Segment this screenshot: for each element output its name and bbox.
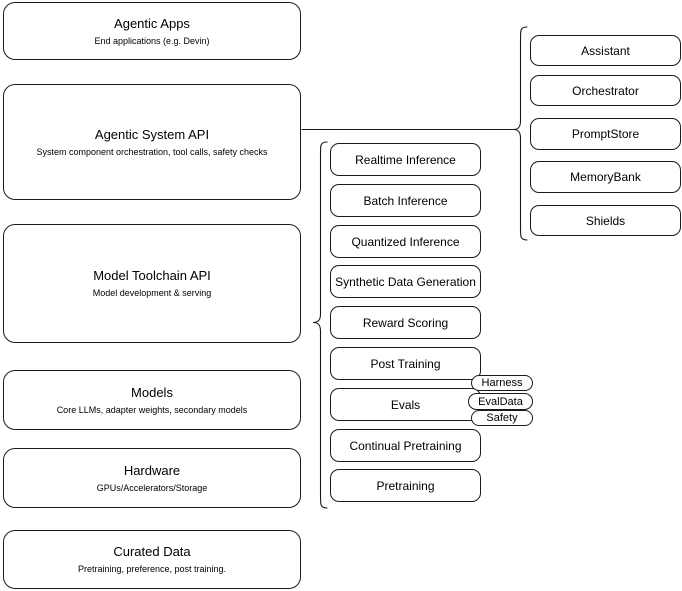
layer-subtitle: Pretraining, preference, post training. (77, 564, 227, 574)
layer-title: Agentic Apps (114, 15, 190, 31)
right-brace (512, 26, 528, 241)
chip-reward-scoring[interactable]: Reward Scoring (330, 306, 481, 339)
chip-pretraining[interactable]: Pretraining (330, 469, 481, 502)
chip-realtime-inference[interactable]: Realtime Inference (330, 143, 481, 176)
chip-synthetic-data-generation[interactable]: Synthetic Data Generation (330, 265, 481, 298)
layer-subtitle: Model development & serving (92, 288, 212, 298)
chip-assistant[interactable]: Assistant (530, 35, 681, 66)
layer-title: Models (131, 384, 173, 400)
chip-batch-inference[interactable]: Batch Inference (330, 184, 481, 217)
layer-title: Agentic System API (94, 126, 210, 142)
chip-shields[interactable]: Shields (530, 205, 681, 236)
layer-subtitle: Core LLMs, adapter weights, secondary mo… (56, 404, 248, 415)
layer-model-toolchain-api[interactable]: Model Toolchain API Model development & … (3, 224, 301, 343)
chip-post-training[interactable]: Post Training (330, 347, 481, 380)
layer-title: Hardware (123, 462, 181, 478)
layer-curated-data[interactable]: Curated Data Pretraining, preference, po… (3, 530, 301, 589)
layer-title: Model Toolchain API (93, 268, 211, 283)
chip-memorybank[interactable]: MemoryBank (530, 161, 681, 193)
layer-subtitle: End applications (e.g. Devin) (94, 35, 210, 46)
chip-promptstore[interactable]: PromptStore (530, 118, 681, 150)
chip-evals[interactable]: Evals (330, 388, 481, 421)
badge-safety[interactable]: Safety (471, 410, 533, 426)
layer-hardware[interactable]: Hardware GPUs/Accelerators/Storage (3, 448, 301, 508)
chip-quantized-inference[interactable]: Quantized Inference (330, 225, 481, 258)
chip-orchestrator[interactable]: Orchestrator (530, 75, 681, 106)
badge-evaldata[interactable]: EvalData (468, 393, 533, 410)
chip-continual-pretraining[interactable]: Continual Pretraining (330, 429, 481, 462)
layer-models[interactable]: Models Core LLMs, adapter weights, secon… (3, 370, 301, 430)
layer-agentic-apps[interactable]: Agentic Apps End applications (e.g. Devi… (3, 2, 301, 60)
layer-subtitle: System component orchestration, tool cal… (36, 146, 268, 157)
layer-subtitle: GPUs/Accelerators/Storage (96, 482, 208, 493)
middle-brace (312, 141, 328, 509)
badge-harness[interactable]: Harness (471, 375, 533, 391)
layer-title: Curated Data (113, 544, 191, 559)
layer-agentic-system-api[interactable]: Agentic System API System component orch… (3, 84, 301, 200)
